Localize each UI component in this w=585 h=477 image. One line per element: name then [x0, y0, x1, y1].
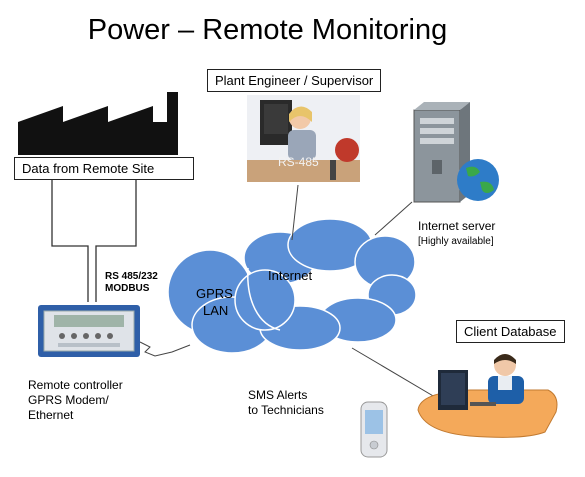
- sms-alerts-line1: SMS Alerts: [248, 388, 308, 402]
- engineer-photo: [247, 95, 360, 182]
- remote-controller-line2: GPRS Modem/: [28, 393, 109, 407]
- client-database-illustration: [417, 354, 558, 438]
- connection-lines: [139, 184, 441, 401]
- remote-controller-device: [38, 305, 140, 357]
- factory-icon: [18, 92, 178, 155]
- gprs-label: GPRS: [196, 286, 233, 301]
- globe-icon: [457, 159, 499, 201]
- remote-site-label: Data from Remote Site: [14, 157, 194, 180]
- remote-controller-line1: Remote controller: [28, 378, 123, 392]
- lan-label: LAN: [203, 303, 229, 318]
- server-icon: [413, 102, 470, 203]
- network-cloud: [167, 218, 417, 354]
- modbus-label: MODBUS: [105, 283, 150, 294]
- remote-site-wiring: [51, 180, 137, 302]
- internet-server-label: Internet server: [418, 219, 496, 233]
- internet-label: Internet: [268, 268, 313, 283]
- client-database-label: Client Database: [456, 320, 565, 343]
- sms-alerts-line2: to Technicians: [248, 403, 324, 417]
- remote-controller-line3: Ethernet: [28, 408, 74, 422]
- page-title: Power – Remote Monitoring: [87, 14, 448, 46]
- rs485-overlay-label: RS-485: [278, 155, 319, 169]
- rs485-232-label: RS 485/232: [105, 271, 158, 282]
- mobile-phone-icon: [360, 401, 388, 458]
- highly-available-label: [Highly available]: [418, 236, 494, 247]
- engineer-label: Plant Engineer / Supervisor: [207, 69, 382, 92]
